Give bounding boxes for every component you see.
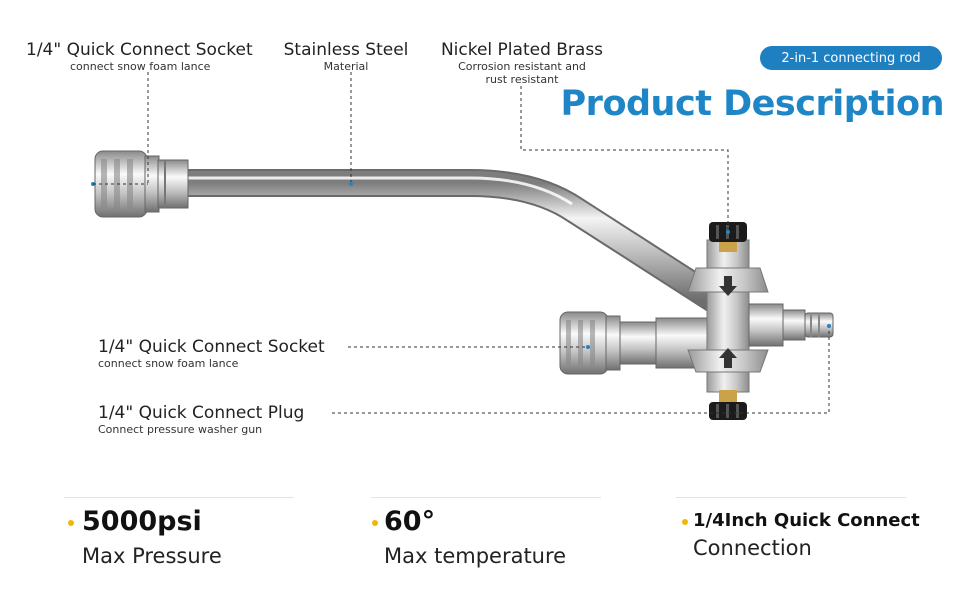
page-title: Product Description xyxy=(560,84,945,124)
callout-plug-sub: Connect pressure washer gun xyxy=(98,423,263,436)
spec-pressure-label: Max Pressure xyxy=(82,544,222,568)
spec-divider-3 xyxy=(676,497,906,498)
callout-plug: 1/4" Quick Connect Plug Connect pressure… xyxy=(98,403,304,436)
callout-brass: Nickel Plated Brass Corrosion resistant … xyxy=(434,40,610,86)
spec-temperature-label: Max temperature xyxy=(384,544,567,568)
arrow-up-icon xyxy=(719,348,737,368)
plug-right xyxy=(748,303,834,347)
spec-divider-1 xyxy=(64,497,294,498)
socket-lower xyxy=(559,311,717,375)
bullet-dot xyxy=(68,520,74,526)
callout-socket-mid: 1/4" Quick Connect Socket connect snow f… xyxy=(98,337,325,370)
callout-plug-title: 1/4" Quick Connect Plug xyxy=(98,403,305,423)
callout-steel-title: Stainless Steel xyxy=(283,40,409,60)
callout-brass-title: Nickel Plated Brass xyxy=(440,40,604,60)
callout-socket-top-title: 1/4" Quick Connect Socket xyxy=(26,40,253,60)
knob-bottom xyxy=(709,390,747,420)
spec-temperature-value: 60° xyxy=(384,506,436,537)
spec-connection-value: 1/4Inch Quick Connect xyxy=(693,510,920,531)
callout-socket-top-sub: connect snow foam lance xyxy=(70,60,211,73)
product-illustration xyxy=(91,72,834,420)
arrow-down-icon xyxy=(719,276,737,296)
bullet-dot xyxy=(682,519,688,525)
spec-pressure-value: 5000psi xyxy=(82,506,202,537)
callout-socket-mid-sub: connect snow foam lance xyxy=(98,357,239,370)
callout-socket-top: 1/4" Quick Connect Socket connect snow f… xyxy=(26,40,253,73)
callout-socket-mid-title: 1/4" Quick Connect Socket xyxy=(98,337,325,357)
steel-tube xyxy=(185,169,723,312)
callout-brass-sub-1: Corrosion resistant and xyxy=(458,60,586,73)
bullet-dot xyxy=(372,520,378,526)
spec-divider-2 xyxy=(371,497,601,498)
callout-steel: Stainless Steel Material xyxy=(280,40,412,73)
callout-steel-sub: Material xyxy=(323,60,369,73)
leader-lines xyxy=(91,72,831,414)
callout-brass-sub-2: rust resistant xyxy=(485,73,559,86)
feature-badge: 2-in-1 connecting rod xyxy=(760,46,942,70)
spec-connection-label: Connection xyxy=(693,536,812,560)
